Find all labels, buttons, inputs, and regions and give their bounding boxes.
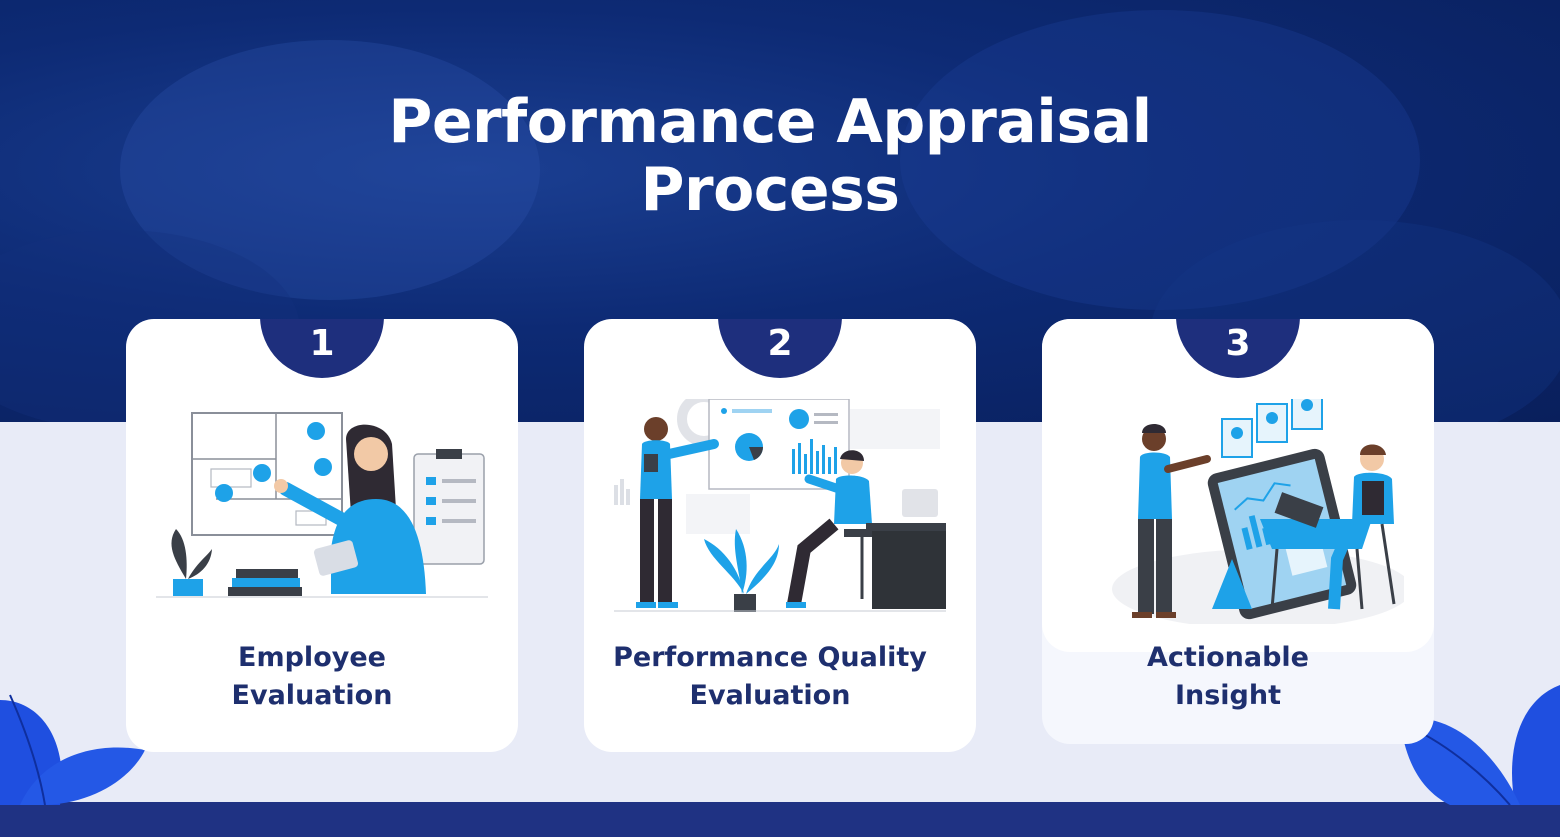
step-label: Actionable Insight bbox=[1042, 639, 1414, 715]
footer-bar bbox=[0, 802, 1560, 837]
step-label: Employee Evaluation bbox=[126, 639, 498, 715]
step-label: Performance Quality Evaluation bbox=[584, 639, 956, 715]
step-card-1: 1 Employee Evaluation bbox=[126, 319, 518, 752]
step-card-3: 3 Actionable Insight bbox=[1042, 319, 1434, 744]
background-shape bbox=[900, 10, 1420, 310]
step-label-line: Employee bbox=[238, 642, 386, 673]
step-label-line: Evaluation bbox=[689, 680, 851, 711]
page-title: Performance Appraisal Process bbox=[0, 88, 1540, 224]
step-number-badge: 2 bbox=[718, 319, 842, 378]
step-number: 3 bbox=[1225, 323, 1251, 364]
step-label-line: Insight bbox=[1174, 680, 1282, 711]
step-label-line: Actionable bbox=[1147, 642, 1309, 673]
step-number: 1 bbox=[309, 323, 335, 364]
page-title-line: Process bbox=[640, 155, 900, 225]
step-number-badge: 1 bbox=[260, 319, 384, 378]
step-card-2: 2 Perfor bbox=[584, 319, 976, 752]
woman-office-plan-illustration bbox=[156, 412, 488, 598]
dashboard-discussion-illustration bbox=[1112, 399, 1404, 624]
step-label-line: Evaluation bbox=[231, 680, 393, 711]
step-label-line: Performance Quality bbox=[613, 642, 927, 673]
page-title-line: Performance Appraisal bbox=[388, 87, 1152, 157]
leaf-decoration-left bbox=[0, 694, 145, 805]
team-presentation-illustration bbox=[614, 399, 946, 612]
background-shape bbox=[120, 40, 540, 300]
step-number: 2 bbox=[767, 323, 793, 364]
